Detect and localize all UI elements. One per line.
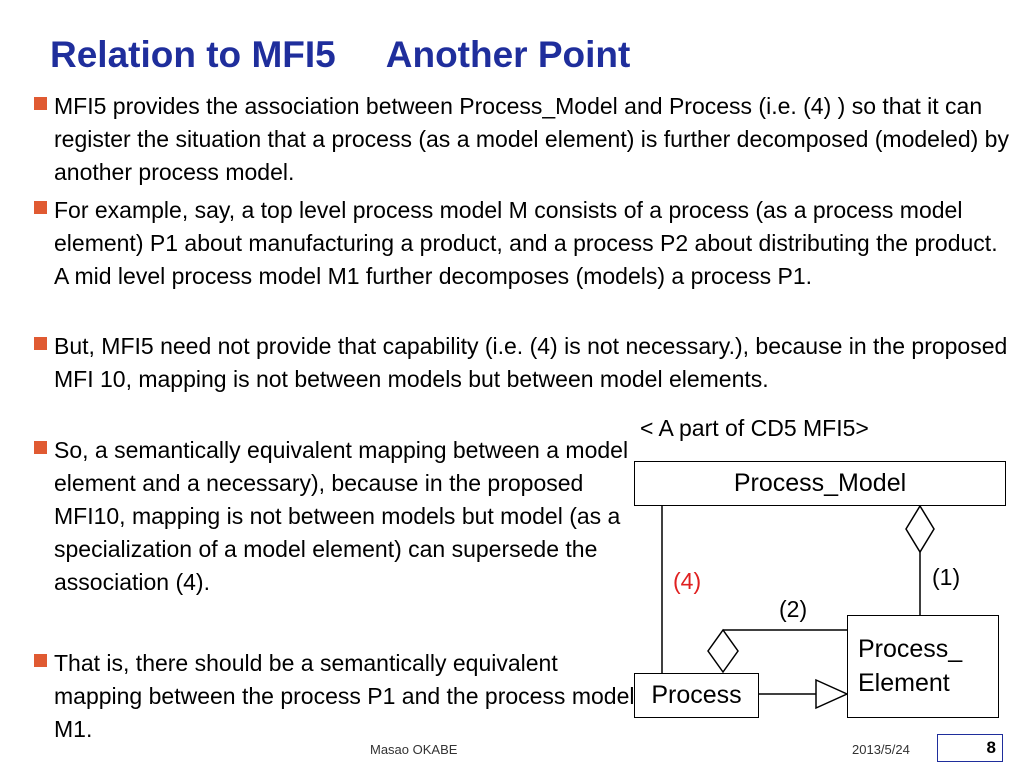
label-association-2: (2) [779,596,808,622]
bullet-4: So, a semantically equivalent mapping be… [34,434,644,599]
bullet-text: So, a semantically equivalent mapping be… [54,437,629,595]
bullet-square-icon [34,654,47,667]
process-box: Process [634,673,759,718]
label-association-1: (1) [932,564,961,590]
diagram-caption: < A part of CD5 MFI5> [640,415,869,441]
process-element-box: Process_ Element [847,615,999,718]
aggregation-diamond-icon [707,628,739,674]
bullet-5: That is, there should be a semantically … [34,647,644,746]
composition-diamond-icon [905,504,935,554]
bullet-text: For example, say, a top level process mo… [54,197,998,289]
slide-title: Relation to MFI5 Another Point [50,34,631,75]
bullet-square-icon [34,97,47,110]
footer-date: 2013/5/24 [852,742,910,757]
generalization-arrow-icon [815,678,849,710]
bullet-2: For example, say, a top level process mo… [34,194,1014,293]
label-association-4: (4) [673,568,702,594]
bullet-text: MFI5 provides the association between Pr… [54,93,1009,185]
process-element-label-line2: Element [858,669,950,697]
bullet-1: MFI5 provides the association between Pr… [34,90,1014,189]
bullet-3: But, MFI5 need not provide that capabili… [34,330,1014,396]
bullet-square-icon [34,337,47,350]
process-element-label-line1: Process_ [858,635,963,663]
footer-author: Masao OKABE [370,742,458,757]
bullet-square-icon [34,201,47,214]
bullet-text: But, MFI5 need not provide that capabili… [54,333,1008,392]
process-model-box: Process_Model [634,461,1006,506]
page-number: 8 [937,734,1003,762]
bullet-text: That is, there should be a semantically … [54,650,635,742]
bullet-square-icon [34,441,47,454]
